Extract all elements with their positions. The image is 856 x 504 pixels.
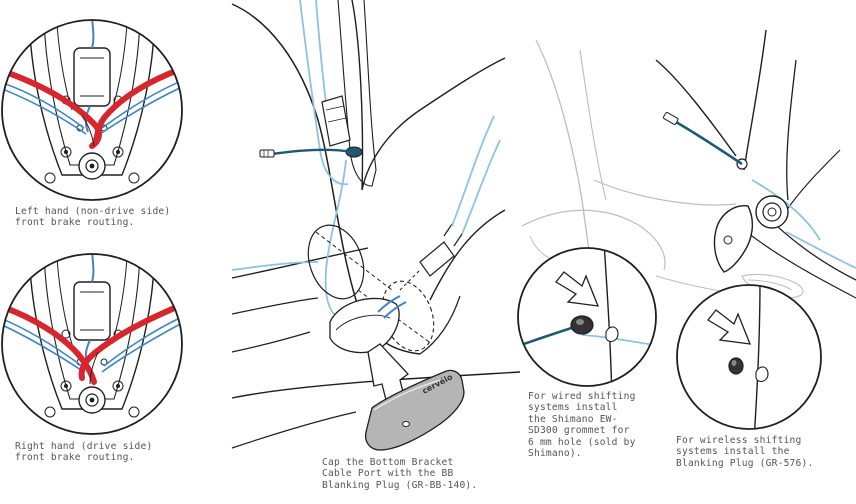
wireless-blanking-plug-detail — [676, 284, 822, 430]
left-hand-caption: Left hand (non-drive side) front brake r… — [15, 206, 170, 229]
arrow-icon — [707, 309, 752, 345]
wired-caption: For wired shifting systems install the S… — [528, 391, 636, 459]
caption-line: For wired shifting — [528, 391, 636, 402]
caption-line: systems install — [528, 402, 618, 414]
caption-line: For wireless shifting — [676, 435, 802, 446]
caption-line: Cable Port with the BB — [322, 468, 454, 480]
caption-line: Right hand (drive side) — [15, 441, 153, 452]
caption-line: front brake routing. — [15, 452, 135, 464]
caption-line: front brake routing. — [15, 217, 135, 229]
caption-line: Cap the Bottom Bracket — [322, 457, 454, 468]
wireless-caption: For wireless shifting systems install th… — [676, 435, 813, 469]
caption-line: the Shimano EW- — [528, 413, 618, 425]
frame-dropout — [655, 29, 856, 299]
caption-line: systems install the — [676, 446, 790, 458]
caption-line: Shimano). — [528, 448, 582, 460]
bb-plug-caption: Cap the Bottom Bracket Cable Port with t… — [322, 457, 477, 491]
caption-line: Blanking Plug (GR-576). — [676, 457, 814, 469]
arrow-icon — [555, 271, 600, 307]
left-hand-routing-detail — [1, 19, 183, 201]
caption-line: Blanking Plug (GR-BB-140). — [322, 479, 478, 491]
caption-line: 6 mm hole (sold by — [528, 436, 636, 448]
right-hand-caption: Right hand (drive side) front brake rout… — [15, 441, 152, 464]
right-hand-routing-detail — [1, 253, 183, 435]
caption-line: Left hand (non-drive side) — [15, 206, 171, 217]
wired-grommet-detail — [517, 247, 657, 387]
caption-line: SD300 grommet for — [528, 425, 630, 437]
bottom-bracket-detail: cervélo — [231, 0, 521, 451]
bb-blanking-plug — [364, 369, 465, 451]
